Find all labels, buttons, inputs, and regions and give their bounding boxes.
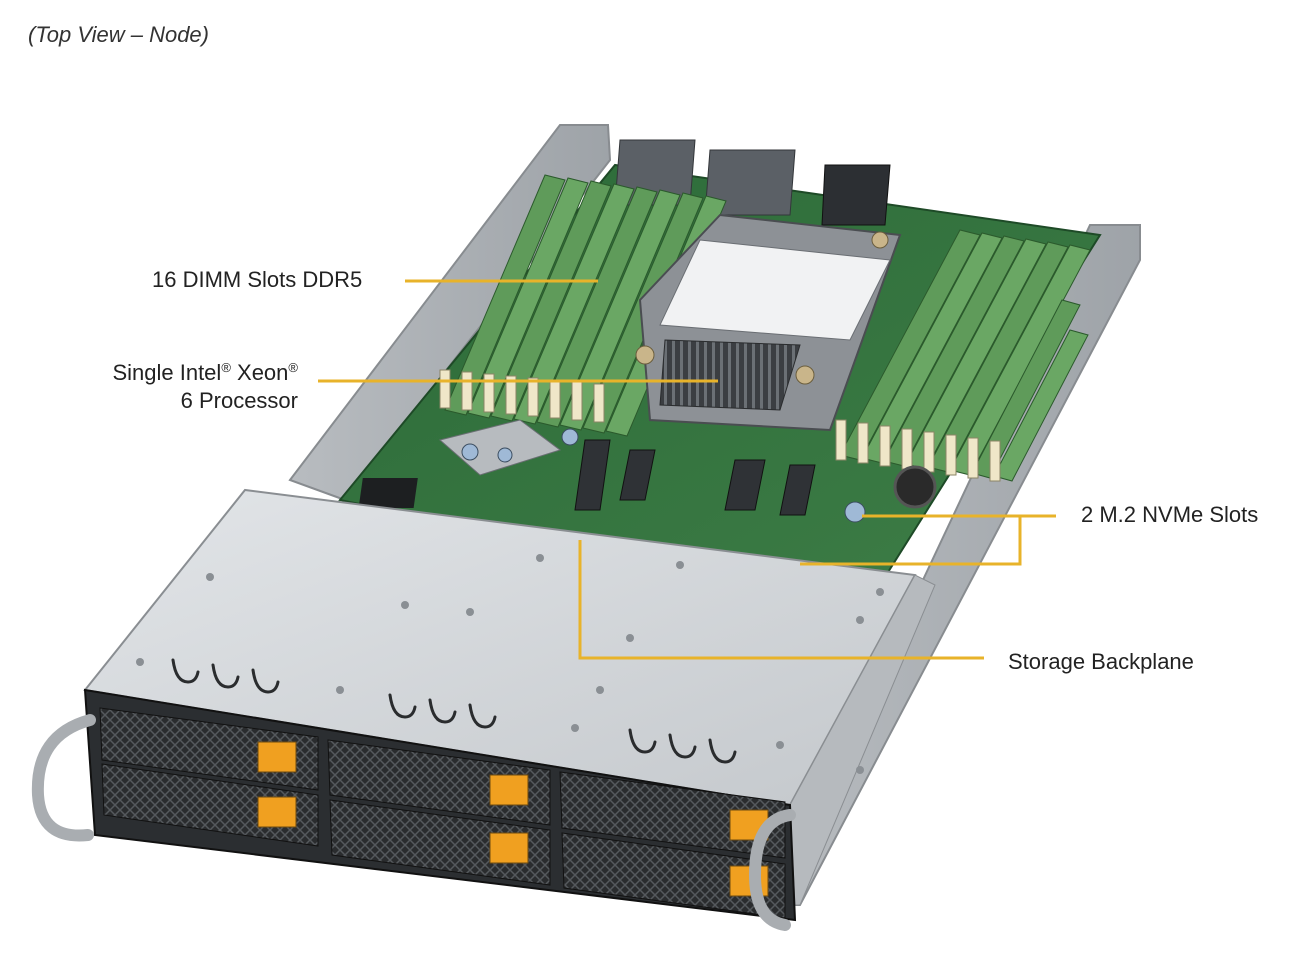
bmc-chip	[358, 478, 418, 508]
lid-screws	[136, 554, 884, 774]
m2-slots	[574, 439, 816, 516]
processor-callout-label: Single Intel® Xeon® 6 Processor	[90, 354, 298, 415]
drive-bay-icon	[561, 832, 786, 919]
nvme-bracket	[800, 516, 1022, 566]
drive-bay-icon	[329, 799, 551, 886]
processor-label-line2: 6 Processor	[180, 388, 298, 413]
drive-bay-icon	[99, 707, 319, 791]
dimm-callout-label: 16 DIMM Slots DDR5	[152, 267, 363, 292]
dimm-latches-left	[439, 369, 605, 423]
dimm-bank-right	[839, 229, 1091, 482]
chipset-heatsink	[438, 419, 562, 476]
drive-bay-icon	[101, 763, 319, 847]
drive-bays	[99, 707, 786, 919]
vent-slots	[171, 658, 737, 764]
backplane-callout-label: Storage Backplane	[1008, 649, 1194, 674]
dimm-latches-right	[835, 419, 1001, 482]
rack-handle-icon	[748, 809, 796, 931]
rack-handle-icon	[31, 714, 96, 842]
capacitor	[844, 501, 866, 523]
dimm-bank-left	[444, 174, 727, 437]
caption: (Top View – Node)	[28, 22, 209, 47]
processor-label-line1: Single Intel® Xeon®	[112, 360, 298, 385]
cpu-socket	[635, 213, 902, 432]
backplane-leader-line	[578, 540, 984, 660]
leader-lines	[318, 279, 1056, 660]
rear-connectors	[614, 139, 891, 226]
drive-bay-icon	[327, 739, 551, 826]
nvme-callout-label: 2 M.2 NVMe Slots	[1081, 502, 1259, 527]
cmos-battery	[893, 465, 937, 509]
